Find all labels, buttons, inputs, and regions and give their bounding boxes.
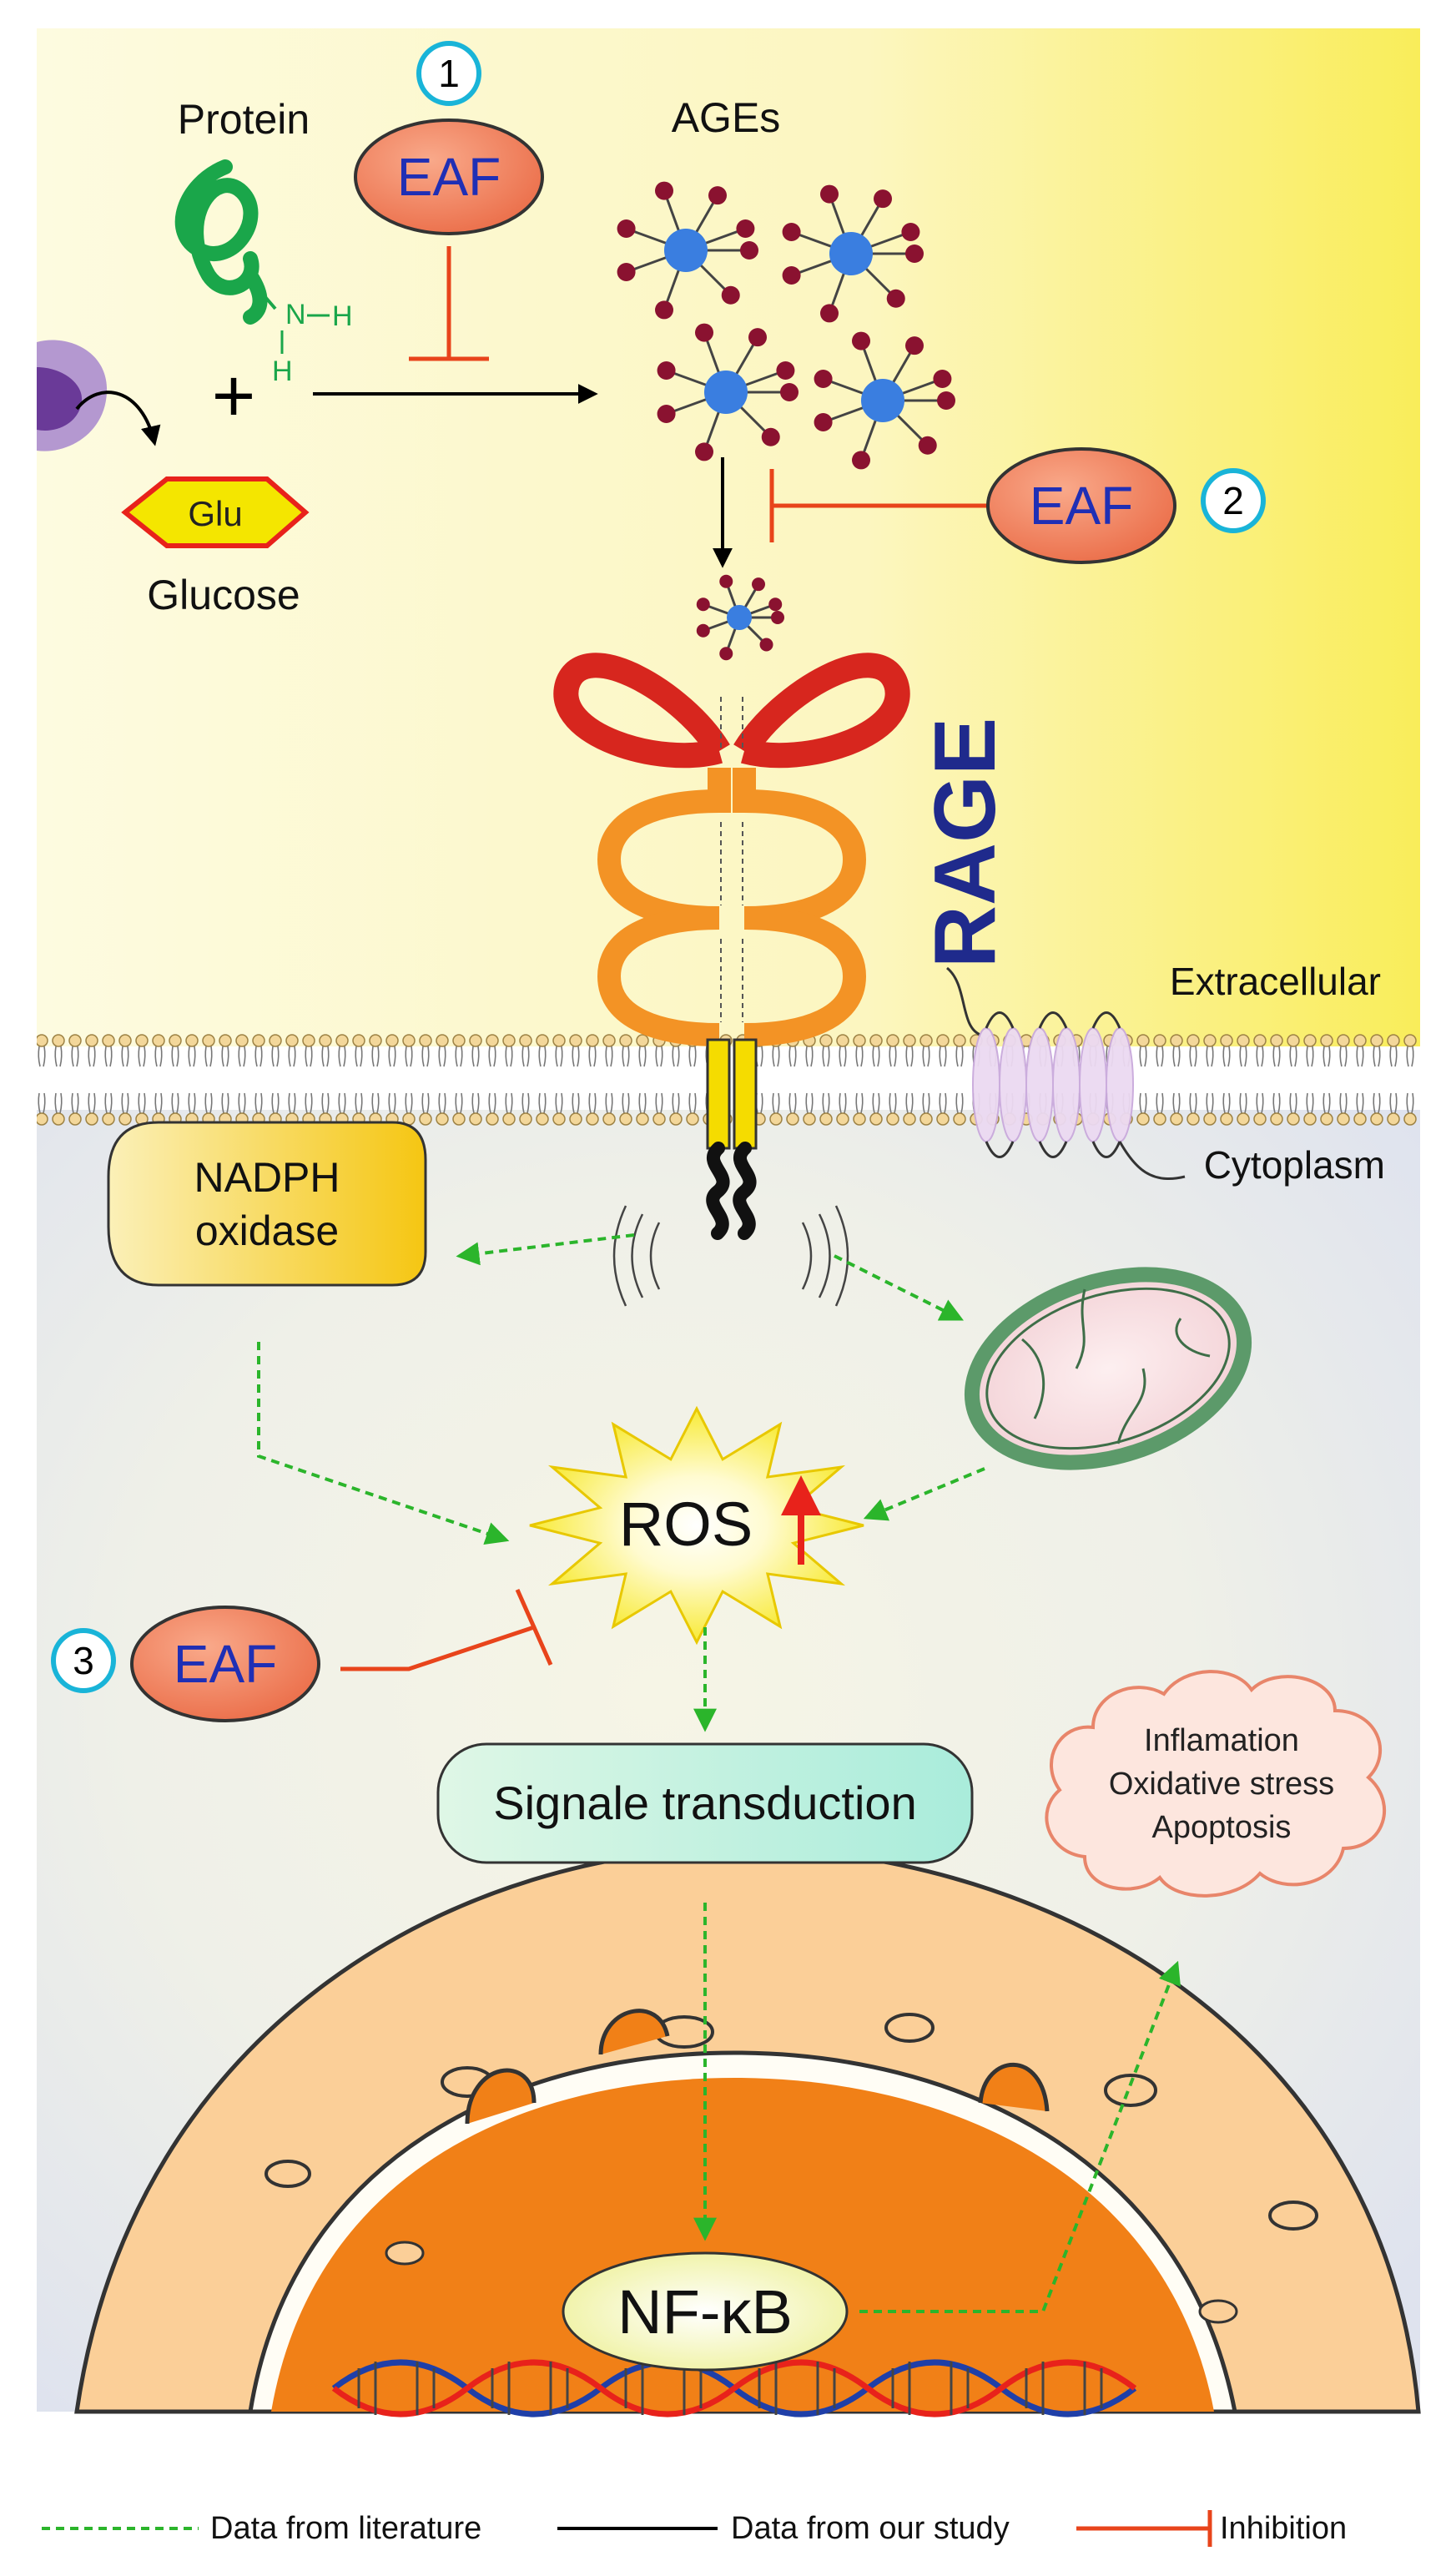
nfkb-label: NF-κB (617, 2277, 793, 2347)
glucose-label: Glucose (147, 572, 300, 618)
rage-receptor (553, 653, 910, 1307)
age-molecule-icon (617, 181, 758, 320)
transmembrane-channel-protein (946, 966, 1186, 1181)
eaf-number-1: 1 (438, 52, 460, 95)
legend-inhibition: Inhibition (1220, 2511, 1347, 2546)
eaf-inhibitor-3: 3 EAF (51, 1588, 553, 1722)
mitochondrion-icon (964, 1267, 1252, 1470)
rage-label: RAGE (917, 718, 1014, 968)
legend-study: Data from our study (731, 2511, 1010, 2546)
amine-n-label: N (285, 299, 306, 330)
nadph-oxidase-box: NADPH oxidase (107, 1121, 427, 1287)
nfkb-box: NF-κB (562, 2251, 849, 2372)
age-molecule-icon (782, 184, 924, 323)
amine-h1-label: H (332, 300, 353, 332)
ros-starburst: ROS (529, 1405, 864, 1646)
eaf-label-2: EAF (1030, 476, 1133, 536)
dna-helix (331, 2359, 1137, 2417)
eaf-number-3: 3 (73, 1639, 94, 1682)
signal-label: Signale transduction (493, 1777, 916, 1829)
plus-sign: + (212, 355, 256, 438)
outcome-2: Oxidative stress (1109, 1767, 1334, 1802)
svg-text:Glu: Glu (188, 494, 242, 533)
eaf-inhibitor-2: EAF 2 (769, 447, 1266, 564)
bound-age-molecule (696, 574, 784, 661)
glucose-hexagon-icon: Glu (121, 476, 310, 548)
eaf-number-2: 2 (1222, 479, 1244, 522)
age-molecule-icon (814, 331, 955, 470)
ages-label: AGEs (672, 94, 781, 141)
nadph-line1: NADPH (194, 1154, 340, 1201)
signal-transduction-box: Signale transduction (436, 1742, 974, 1864)
glucose-transporter-icon (37, 340, 108, 451)
age-molecule-icon (696, 574, 784, 661)
literature-arrows (257, 1233, 1181, 2313)
extracellular-label: Extracellular (1170, 960, 1381, 1003)
legend: Data from literature Data from our study… (42, 2510, 1347, 2547)
outcome-cloud: Inflamation Oxidative stress Apoptosis (1045, 1670, 1387, 1898)
nadph-line2: oxidase (195, 1207, 339, 1254)
amine-h2-label: H (272, 355, 293, 387)
nucleus (74, 1846, 1421, 2417)
legend-literature: Data from literature (210, 2511, 481, 2546)
eaf-label-3: EAF (174, 1634, 277, 1694)
ros-label: ROS (619, 1490, 753, 1559)
eaf-label-1: EAF (397, 147, 501, 207)
outcome-3: Apoptosis (1152, 1810, 1292, 1845)
ages-molecules (617, 181, 955, 470)
eaf-inhibitor-1: 1 EAF (354, 41, 544, 361)
cytoplasm-label: Cytoplasm (1204, 1143, 1385, 1187)
outcome-1: Inflamation (1144, 1723, 1299, 1758)
protein-label: Protein (178, 96, 310, 143)
age-molecule-icon (657, 323, 799, 461)
